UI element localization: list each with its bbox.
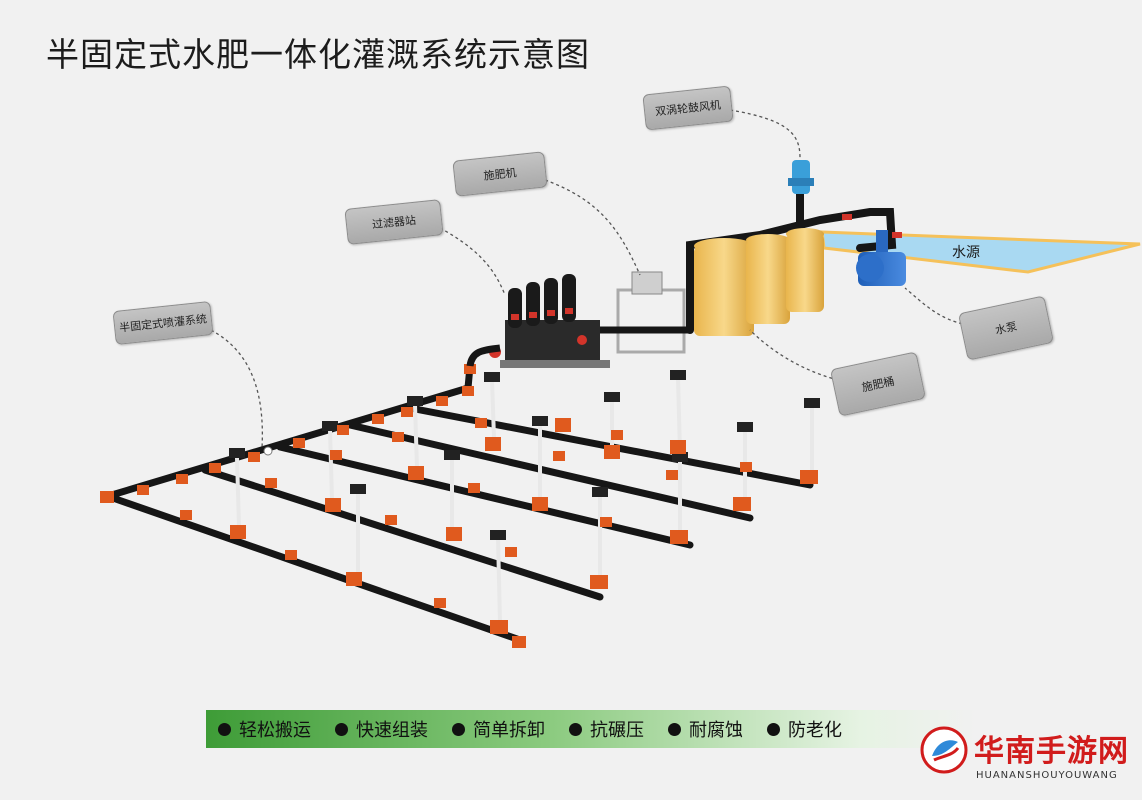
feature-banner: 轻松搬运 快速组装 简单拆卸 抗碾压 耐腐蚀 防老化 (206, 710, 976, 748)
bullet-dot-icon (767, 722, 780, 736)
bullet-dot-icon (218, 722, 231, 736)
bullet-dot-icon (335, 722, 348, 736)
fertilizer-tanks (694, 228, 824, 336)
water-drop-icon (263, 446, 273, 456)
logo-subtext: HUANANSHOUYOUWANG (976, 770, 1118, 781)
feature-item: 轻松搬运 (218, 716, 311, 742)
logo-mark-icon (920, 726, 968, 774)
bullet-dot-icon (569, 722, 582, 736)
feature-item: 快速组装 (335, 716, 428, 742)
filter-station (466, 274, 610, 368)
water-pump (842, 214, 906, 286)
water-source-label: 水源 (952, 245, 980, 261)
feature-item: 防老化 (767, 716, 842, 742)
page-title: 半固定式水肥一体化灌溉系统示意图 (46, 35, 590, 74)
site-logo[interactable]: 华南手游网 HUANANSHOUYOUWANG (912, 718, 1132, 796)
fertilizer-machine (600, 271, 690, 354)
pipe-fittings (100, 364, 818, 648)
sprinkler-heads (229, 370, 820, 540)
blower (788, 160, 814, 194)
feature-item: 简单拆卸 (452, 716, 545, 742)
lateral-pipes (101, 362, 814, 644)
logo-text: 华南手游网 (974, 734, 1129, 769)
sprinkler-risers (235, 377, 814, 623)
feature-item: 耐腐蚀 (668, 716, 743, 742)
feature-item: 抗碾压 (569, 716, 644, 742)
bullet-dot-icon (668, 722, 681, 736)
bullet-dot-icon (452, 722, 465, 736)
